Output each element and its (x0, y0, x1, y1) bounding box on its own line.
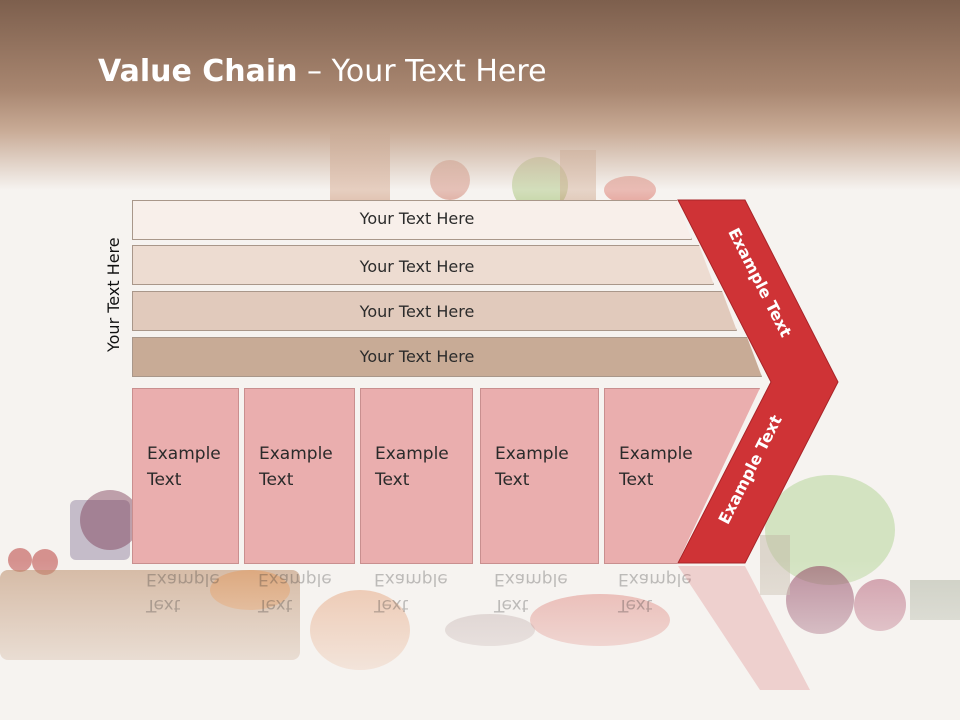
activity-cell-1-line1: Example (147, 444, 221, 464)
activity-cell-3: Example Text (360, 388, 473, 564)
activity-cell-3-line1: Example (375, 444, 449, 464)
activity-cell-2: Example Text (244, 388, 355, 564)
support-bar-3-label: Your Text Here (359, 302, 475, 321)
title-rest: – Your Text Here (297, 54, 547, 89)
page-title: Value Chain – Your Text Here (98, 54, 547, 89)
activity-cell-3-line2: Text (375, 470, 410, 490)
header-band (0, 0, 960, 200)
activity-cell-1-line2: Text (147, 470, 182, 490)
support-bar-1-label: Your Text Here (359, 209, 475, 228)
activity-cell-4-line2: Text (495, 470, 530, 490)
support-bar-2-label: Your Text Here (359, 257, 475, 276)
activity-cell-4: Example Text (480, 388, 599, 564)
support-bar-3 (132, 291, 737, 331)
activity-cell-4-line1: Example (495, 444, 569, 464)
support-bar-4-label: Your Text Here (359, 347, 475, 366)
activity-cell-5-line1: Example (619, 444, 693, 464)
margin-chevron-shape (677, 199, 839, 564)
activity-cell-5-line2: Text (619, 470, 654, 490)
activity-cell-1: Example Text (132, 388, 239, 564)
title-bold: Value Chain (98, 54, 298, 89)
support-bar-4 (132, 337, 762, 377)
margin-chevron-reflection (678, 566, 810, 690)
support-bar-2 (132, 245, 714, 285)
support-bar-1 (132, 200, 692, 240)
activity-cell-2-line1: Example (259, 444, 333, 464)
activity-cell-2-line2: Text (259, 470, 294, 490)
